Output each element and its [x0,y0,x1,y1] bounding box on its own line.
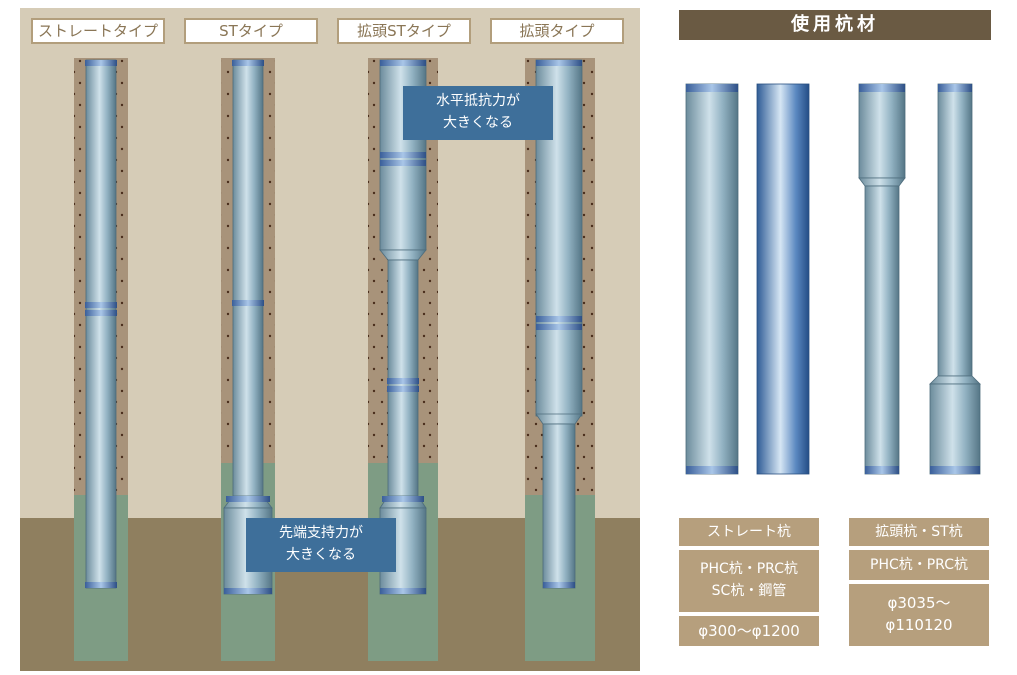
callout-tip-bearing: 先端支持力が 大きくなる [246,518,396,572]
callout-tip-line2: 大きくなる [286,547,356,563]
callout-horizontal-line1: 水平抵抗力が [436,93,520,109]
tag-straight-name: ストレート杭 [679,518,819,546]
callout-horizontal-line2: 大きくなる [443,115,513,131]
material-pile-enlarged-head [858,83,906,475]
callout-horizontal-resistance: 水平抵抗力が 大きくなる [403,86,553,140]
type-label-enlarged: 拡頭タイプ [490,18,624,44]
pile-straight [85,59,117,589]
material-pile-steel [756,83,810,475]
tag-enlarged-range-2: φ110120 [885,616,953,634]
tag-straight-range: φ300～φ1200 [679,616,819,646]
material-pile-phc [685,83,739,475]
tag-enlarged-kinds: PHC杭・PRC杭 [849,550,989,580]
callout-tip-line1: 先端支持力が [279,525,363,541]
tag-enlarged-name: 拡頭杭・ST杭 [849,518,989,546]
type-label-straight: ストレートタイプ [31,18,165,44]
tag-straight-kind-2: SC杭・鋼管 [711,583,787,599]
type-label-enlarged-st: 拡頭STタイプ [337,18,471,44]
tag-enlarged-range-1: φ3035～ [887,594,951,612]
material-pile-st [929,83,981,475]
tag-enlarged-range: φ3035～ φ110120 [849,584,989,646]
tag-straight-kinds: PHC杭・PRC杭 SC杭・鋼管 [679,550,819,612]
type-label-st: STタイプ [184,18,318,44]
pile-enlarged-st [379,59,427,595]
tag-straight-kind-1: PHC杭・PRC杭 [700,561,798,577]
materials-title: 使用杭材 [679,10,991,40]
